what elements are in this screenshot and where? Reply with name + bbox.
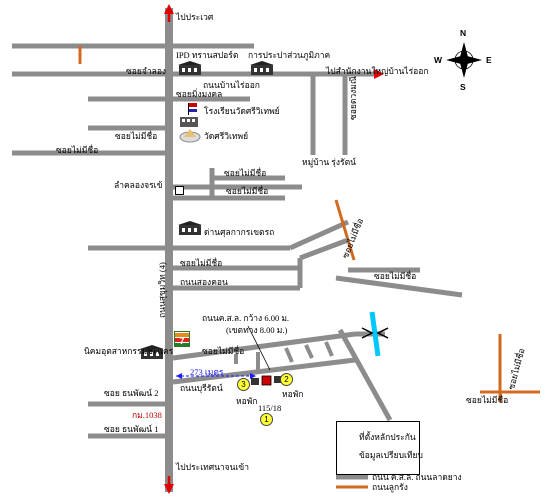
label-khlong: ลำคลองจรเข้ (114, 180, 163, 190)
label-waterworks: การประปาส่วนภูมิภาค (248, 50, 331, 60)
label-to-pracha: ไปประเวศ (176, 12, 214, 22)
legend-compare: ข้อมูลเปรียบเทียบ (359, 450, 423, 460)
svg-text:7: 7 (179, 336, 184, 346)
label-road-width: ถนนค.ส.ล. กว้าง 6.00 ม. (202, 313, 290, 323)
road-diag-1 (288, 219, 350, 251)
label-distance: 273 เมตร (190, 367, 224, 377)
label-ipd: IPD ทรานสปอร์ต (176, 50, 239, 60)
label-soi-nameless-7: ซอยไม่มีชื่อ (374, 271, 417, 281)
road-east-2 (335, 275, 463, 298)
compare-marker-2: 2 (280, 373, 293, 386)
customs-building-icon (178, 220, 202, 235)
label-to-south: ไปประเทศนาจนเข้า (176, 462, 249, 472)
label-soi-nameless-9: ซอยไม่มีชื่อ (202, 346, 245, 356)
khlong-marker-icon (175, 186, 184, 195)
label-main-road: ถนนสุขุมวิท (4) (157, 262, 167, 318)
label-soi-thanapat-1: ซอย ธนพัฒน์ 1 (104, 424, 159, 434)
building-icon (250, 60, 274, 75)
label-dorm-1: หอพัก (236, 396, 258, 406)
label-soi-ksana: ซอยดวงมณี (348, 76, 358, 120)
label-soi-nameless-1: ซอยไม่มีชื่อ (115, 131, 158, 141)
label-rd-burirat: ถนนบุรีรัตน์ (180, 383, 223, 393)
canal (369, 311, 381, 357)
label-to-office: ไปสำนักงานใหญ่บ้านไร่ออก (326, 66, 429, 76)
compare-marker-3: 3 (237, 378, 250, 391)
north-arrow (164, 4, 174, 14)
bridge (361, 327, 389, 339)
label-soi-nameless-6: ซอยไม่มีชื่อ (180, 258, 223, 268)
building-icon (178, 60, 202, 75)
label-industrial: นิคมอุตสาหกรรมชะแคร (84, 346, 174, 356)
compass-w: W (434, 55, 443, 65)
compare-marker-1: 1 (260, 413, 273, 426)
road-diag-3 (337, 328, 393, 422)
legend-road-laterite: ถนนลูกรัง (372, 482, 408, 492)
industrial-building-icon (140, 344, 164, 359)
subject-marker (261, 375, 272, 386)
compass-e: E (486, 55, 492, 65)
label-rd-banrai: ถนนบ้านไร่ออก (203, 80, 260, 90)
convenience-store-icon: 7 (174, 331, 190, 347)
south-arrow (164, 484, 174, 494)
legend-box: ที่ตั้งหลักประกัน ข้อมูลเปรียบเทียบ (336, 421, 423, 475)
label-customs: ด่านศุลกากรเขตรถ (204, 227, 275, 237)
label-soi-thanapat-2: ซอย ธนพัฒน์ 2 (104, 388, 159, 398)
label-dorm-2: หอพัก (282, 389, 304, 399)
label-village: หมู่บ้าน รุ่งรัตน์ (302, 157, 356, 167)
label-soi-nameless-3: ซอยไม่มีชื่อ (224, 168, 267, 178)
label-road-width-2: (เขตทาง 8.00 ม.) (226, 325, 288, 335)
east-arrow (374, 69, 384, 79)
label-soi-nameless-11: ซอยไม่มีชื่อ (466, 395, 509, 405)
label-school: โรงเรียนวัดศรีวิเทพย์ (204, 106, 280, 116)
road-concrete (172, 331, 356, 361)
compass-rose (446, 42, 482, 78)
legend-subject: ที่ตั้งหลักประกัน (359, 432, 416, 442)
label-temple: วัดศรีวิเทพย์ (204, 131, 249, 141)
label-house-no: 115/18 (258, 403, 282, 413)
label-rd-songkhon: ถนนสองคอน (180, 277, 228, 287)
label-soi-jamlong: ซอยจำลอง (126, 66, 167, 76)
road-diag-2 (299, 237, 349, 261)
road-burirat (172, 357, 356, 385)
label-km: กม.1038 (132, 410, 162, 420)
compass-n: N (460, 28, 467, 38)
label-soi-nameless-2: ซอยไม่มีชื่อ (56, 145, 99, 155)
school-temple-icon (178, 103, 202, 143)
compass-s: S (460, 82, 466, 92)
label-soi-mongkol: ซอยมิ่งมงคล (176, 89, 223, 99)
laterite-diag (334, 199, 356, 261)
label-soi-nameless-4: ซอยไม่มีชื่อ (226, 186, 269, 196)
legend-road-concrete: ถนน ค.ส.ล. ถนนลาดยาง (372, 472, 462, 482)
